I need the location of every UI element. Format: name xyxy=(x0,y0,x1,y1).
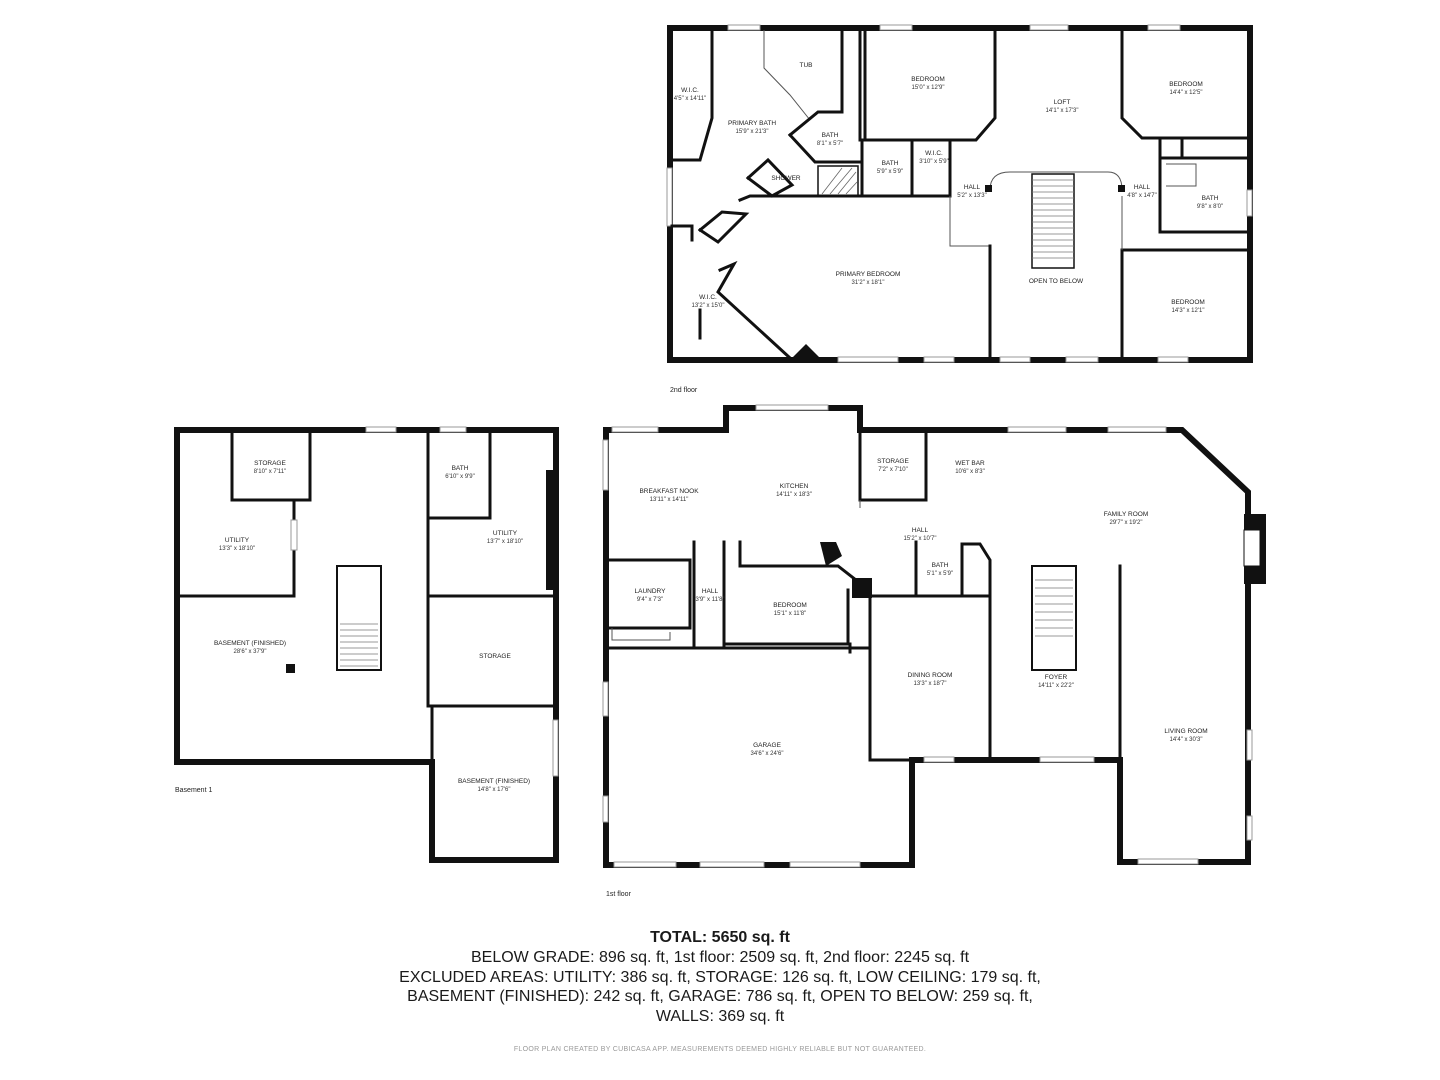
room-dimensions-second: 14'3" x 12'1" xyxy=(1172,308,1205,314)
room-name-second: PRIMARY BEDROOM xyxy=(836,271,901,278)
room-dimensions-second: 15'9" x 21'3" xyxy=(736,129,769,135)
summary-line: BASEMENT (FINISHED): 242 sq. ft, GARAGE:… xyxy=(407,988,1033,1005)
room-dimensions-basement: 28'6" x 37'9" xyxy=(234,649,267,655)
room-name-basement: BASEMENT (FINISHED) xyxy=(458,778,530,785)
room-dimensions-first: 10'6" x 8'3" xyxy=(955,469,985,475)
room-name-second: BEDROOM xyxy=(911,76,945,83)
room-name-first: DINING ROOM xyxy=(908,672,953,679)
room-name-second: BATH xyxy=(822,132,839,139)
room-dimensions-first: 34'6" x 24'6" xyxy=(751,751,784,757)
room-dimensions-second: 5'9" x 5'9" xyxy=(877,169,903,175)
basement-plan xyxy=(174,426,559,863)
room-dimensions-second: 31'2" x 18'1" xyxy=(852,280,885,286)
second-floor-plan xyxy=(666,24,1253,363)
room-dimensions-first: 3'9" x 11'8" xyxy=(695,597,724,603)
room-name-first: LAUNDRY xyxy=(635,588,667,595)
room-name-first: KITCHEN xyxy=(780,483,809,490)
room-name-second: BATH xyxy=(1202,195,1219,202)
room-name-second: BEDROOM xyxy=(1171,299,1205,306)
summary-line: EXCLUDED AREAS: UTILITY: 386 sq. ft, STO… xyxy=(399,968,1041,986)
room-name-second: W.I.C. xyxy=(681,87,699,94)
first-floor-plan xyxy=(602,404,1266,868)
room-name-second: PRIMARY BATH xyxy=(728,120,776,127)
room-name-basement: UTILITY xyxy=(493,530,518,537)
room-dimensions-second: 3'10" x 5'9" xyxy=(919,159,949,165)
summary-line: WALLS: 369 sq. ft xyxy=(655,1007,785,1025)
room-dimensions-second: 4'8" x 14'7" xyxy=(1127,193,1157,199)
room-name-basement: BASEMENT (FINISHED) xyxy=(214,640,286,647)
room-name-first: WET BAR xyxy=(955,460,985,467)
room-name-basement: BATH xyxy=(452,465,469,472)
room-name-second: W.I.C. xyxy=(925,150,943,157)
room-dimensions-second: 4'5" x 14'11" xyxy=(674,96,706,102)
room-name-first: HALL xyxy=(912,527,929,534)
room-name-first: BEDROOM xyxy=(773,602,807,609)
room-dimensions-first: 14'4" x 30'3" xyxy=(1170,737,1203,743)
room-labels: TUB W.I.C. 4'5" x 14'11" PRIMARY BATH 15'9" … xyxy=(214,62,1223,793)
room-dimensions-second: 14'1" x 17'3" xyxy=(1046,108,1079,114)
room-name-second: W.I.C. xyxy=(699,294,717,301)
room-dimensions-first: 5'1" x 5'9" xyxy=(927,571,953,577)
room-dimensions-first: 13'3" x 18'7" xyxy=(914,681,947,687)
room-name-second: BATH xyxy=(882,160,899,167)
room-name-basement: UTILITY xyxy=(225,537,250,544)
room-dimensions-first: 15'2" x 10'7" xyxy=(904,536,937,542)
area-summary: TOTAL: 5650 sq. ft BELOW GRADE: 896 sq. … xyxy=(0,928,1440,1026)
room-dimensions-second: 8'1" x 5'7" xyxy=(817,141,843,147)
floor-label-second: 2nd floor xyxy=(670,387,698,394)
room-name-basement: STORAGE xyxy=(254,460,286,467)
room-dimensions-first: 9'4" x 7'3" xyxy=(637,597,663,603)
room-dimensions-first: 15'1" x 11'8" xyxy=(774,611,806,617)
room-dimensions-second: 15'0" x 12'9" xyxy=(912,85,945,91)
room-dimensions-basement: 8'10" x 7'11" xyxy=(254,469,286,475)
room-dimensions-first: 7'2" x 7'10" xyxy=(878,467,908,473)
room-name-first: HALL xyxy=(702,588,719,595)
disclaimer: FLOOR PLAN CREATED BY CUBICASA APP. MEAS… xyxy=(513,1046,927,1053)
room-name-first: BATH xyxy=(932,562,949,569)
room-name-second: HALL xyxy=(1134,184,1151,191)
room-name-basement: STORAGE xyxy=(479,653,511,660)
room-dimensions-second: 5'2" x 13'3" xyxy=(957,193,987,199)
room-name-first: GARAGE xyxy=(753,742,781,749)
room-dimensions-basement: 6'10" x 9'9" xyxy=(445,474,475,480)
room-dimensions-second: 13'2" x 15'0" xyxy=(692,303,725,309)
room-dimensions-first: 14'11" x 18'3" xyxy=(776,492,812,498)
floor-label-first: 1st floor xyxy=(606,891,632,898)
room-dimensions-basement: 13'3" x 18'10" xyxy=(219,546,255,552)
room-name-first: FAMILY ROOM xyxy=(1104,511,1149,518)
room-dimensions-first: 13'11" x 14'11" xyxy=(650,497,689,503)
room-dimensions-basement: 14'8" x 17'6" xyxy=(478,787,511,793)
room-name-first: FOYER xyxy=(1045,674,1068,681)
room-name-second: OPEN TO BELOW xyxy=(1029,278,1084,285)
room-name-second: LOFT xyxy=(1054,99,1071,106)
room-name-first: BREAKFAST NOOK xyxy=(639,488,699,495)
room-name-second: BEDROOM xyxy=(1169,81,1203,88)
room-dimensions-second: 14'4" x 12'5" xyxy=(1170,90,1203,96)
floor-label-basement: Basement 1 xyxy=(175,787,212,794)
room-dimensions-basement: 13'7" x 18'10" xyxy=(487,539,523,545)
total-area: TOTAL: 5650 sq. ft xyxy=(650,929,790,946)
basement-exterior-wall xyxy=(174,427,559,863)
room-name-second: TUB xyxy=(800,62,813,69)
summary-line: BELOW GRADE: 896 sq. ft, 1st floor: 2509… xyxy=(470,949,970,966)
room-name-second: SHOWER xyxy=(771,175,801,182)
room-name-first: STORAGE xyxy=(877,458,909,465)
room-name-first: LIVING ROOM xyxy=(1164,728,1207,735)
room-dimensions-first: 29'7" x 19'2" xyxy=(1110,520,1143,526)
room-name-second: HALL xyxy=(964,184,981,191)
room-dimensions-first: 14'11" x 22'2" xyxy=(1038,683,1074,689)
room-dimensions-second: 9'8" x 8'0" xyxy=(1197,204,1223,210)
